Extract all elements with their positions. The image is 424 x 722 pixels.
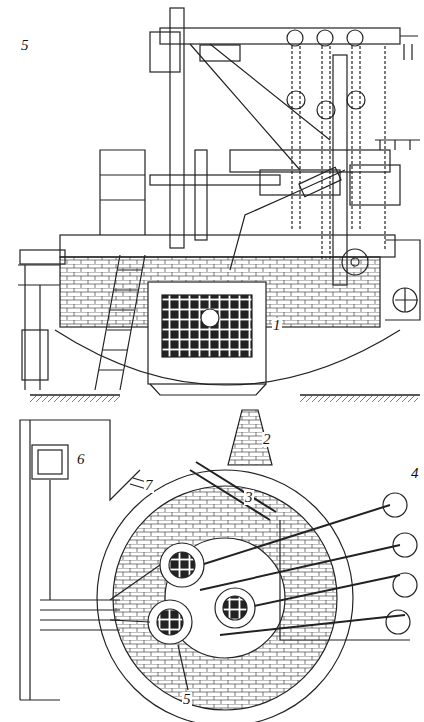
callout-number: 3 (244, 490, 254, 505)
callout-number: 5 (20, 38, 30, 53)
elevation-view (18, 8, 420, 402)
callout-number: 1 (272, 318, 282, 333)
callout-number: 6 (76, 452, 86, 467)
callout-number: 2 (262, 432, 272, 447)
callout-number: 7 (144, 478, 154, 493)
callout-number: 4 (410, 466, 420, 481)
callout-number: 5 (182, 692, 192, 707)
plan-view (20, 410, 417, 722)
